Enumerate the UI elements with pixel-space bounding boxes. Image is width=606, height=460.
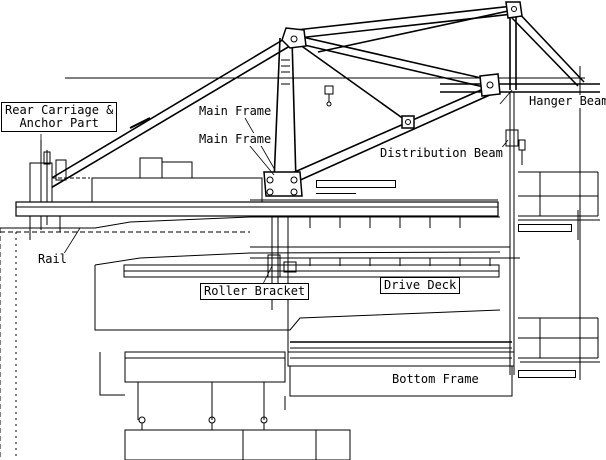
spec-box-upper-platform <box>518 224 572 232</box>
hanger-rod-icon <box>518 139 526 165</box>
rear-carriage-label-line1: Rear Carriage & <box>5 103 114 117</box>
hanger-system <box>505 66 600 380</box>
distribution-beam-label: Distribution Beam <box>379 146 504 160</box>
jack-icon <box>138 416 268 430</box>
spec-box-main-frame <box>316 180 396 188</box>
rail-label: Rail <box>37 252 68 266</box>
drive-deck-label: Drive Deck <box>380 277 461 294</box>
rail-beam <box>15 199 499 240</box>
main-truss-frame <box>39 5 600 193</box>
rear-carriage-label: Rear Carriage & Anchor Part <box>1 102 118 132</box>
existing-girder <box>0 216 501 460</box>
main-frame-label-lower: Main Frame <box>198 132 273 146</box>
hanger-beam-label: Hanger Beam <box>528 95 606 108</box>
hoist-icon <box>324 85 334 107</box>
main-frame-label-upper: Main Frame <box>198 104 273 118</box>
lower-segment <box>124 351 351 460</box>
spec-box-main-frame-sub <box>316 188 356 194</box>
spec-box-lower-platform <box>518 370 576 378</box>
rear-carriage-label-line2: Anchor Part <box>19 116 99 130</box>
truss-nodes <box>129 1 523 197</box>
roller-bracket-label: Roller Bracket <box>200 283 310 300</box>
drive-deck <box>123 216 520 360</box>
bottom-frame <box>284 341 515 410</box>
bottom-frame-label: Bottom Frame <box>391 372 480 386</box>
